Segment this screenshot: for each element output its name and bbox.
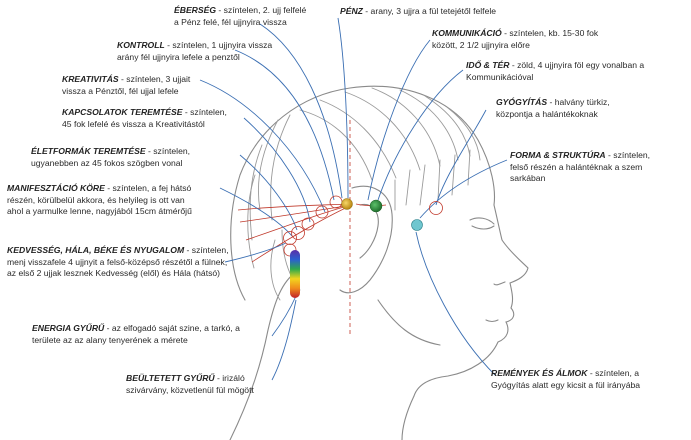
forma-line2: felső részén a halántéknak a szem xyxy=(510,161,643,172)
ido-ter-line1: - zöld, 4 ujjnyira föl egy vonalban a xyxy=(509,60,645,70)
gyogyitas-title: GYÓGYÍTÁS xyxy=(496,97,548,107)
label-ido-ter: IDŐ & TÉR - zöld, 4 ujjnyira föl egy von… xyxy=(466,60,644,83)
kreativitas-line2: vissza a Pénztől, fél ujjal lefele xyxy=(62,85,179,96)
remenyek-line2: Gyógyítás alatt egy kicsit a fül irányáb… xyxy=(491,379,641,390)
beultetett-line1: - irizáló xyxy=(214,373,245,383)
label-eberseg: ÉBERSÉG - színtelen, 2. ujj felfelé a Pé… xyxy=(174,5,306,28)
kreativitas-title: KREATIVITÁS xyxy=(62,74,119,84)
eberseg-line2: a Pénz felé, fél ujjnyira vissza xyxy=(174,16,287,27)
beultetett-line2: szivárvány, közvetlenül fül mögött xyxy=(126,384,254,395)
eletformak-line2: ugyanebben az 45 fokos szögben vonal xyxy=(31,157,183,168)
eberseg-title: ÉBERSÉG xyxy=(174,5,217,15)
forma-point xyxy=(411,219,423,231)
kreativitas-line1: - színtelen, 3 ujjait xyxy=(118,74,191,84)
manifesztacio-line1: - színtelen, a fej hátsó xyxy=(104,183,192,193)
manifesztacio-title: MANIFESZTÁCIÓ KÖRE xyxy=(7,183,105,193)
kapcsolatok-title: KAPCSOLATOK TEREMTÉSE xyxy=(62,107,183,117)
kommunikacio-line2: között, 2 1/2 ujjnyira előre xyxy=(432,39,530,50)
kommunikacio-line1: - színtelen, kb. 15-30 fok xyxy=(501,28,599,38)
eletformak-line1: - színtelen, xyxy=(145,146,191,156)
gyogyitas-point xyxy=(429,201,443,215)
beultetett-gyuru-rainbow xyxy=(290,250,300,298)
penz-line1: - arany, 3 ujjra a fül tetejétől felfele xyxy=(362,6,497,16)
forma-line1: - színtelen, xyxy=(605,150,651,160)
label-manifesztacio: MANIFESZTÁCIÓ KÖRE - színtelen, a fej há… xyxy=(7,183,192,218)
gyogyitas-line2: központja a halántékoknak xyxy=(496,108,598,119)
label-kapcsolatok: KAPCSOLATOK TEREMTÉSE - színtelen, 45 fo… xyxy=(62,107,227,130)
label-penz: PÉNZ - arany, 3 ujjra a fül tetejétől fe… xyxy=(340,6,496,18)
hair-strands xyxy=(247,87,481,301)
eletformak-point xyxy=(291,226,305,240)
energia-line2: területe az az alany tenyerének a mérete xyxy=(32,334,188,345)
manifesztacio-point xyxy=(283,231,297,245)
label-kontroll: KONTROLL - színtelen, 1 ujjnyira vissza … xyxy=(117,40,272,63)
energia-title: ENERGIA GYŰRŰ xyxy=(32,323,105,333)
ido-ter-title: IDŐ & TÉR xyxy=(466,60,510,70)
kontroll-title: KONTROLL xyxy=(117,40,165,50)
energia-line1: - az elfogadó saját szine, a tarkó, a xyxy=(104,323,240,333)
kontroll-line2: arány fél ujjnyira lefele a penztől xyxy=(117,51,240,62)
kedvesseg-line1: - színtelen, xyxy=(184,245,229,255)
gyogyitas-line1: - halvány türkiz, xyxy=(547,97,610,107)
ido-ter-point xyxy=(369,199,383,213)
manifesztacio-line2: részén, körülbelül akkora, és helyileg i… xyxy=(7,194,185,205)
label-beultetett: BEÜLTETETT GYŰRŰ - irizáló szivárvány, k… xyxy=(126,373,254,396)
label-kreativitas: KREATIVITÁS - színtelen, 3 ujjait vissza… xyxy=(62,74,190,97)
kontroll-line1: - színtelen, 1 ujjnyira vissza xyxy=(164,40,273,50)
label-kedvesseg: KEDVESSÉG, HÁLA, BÉKE ÉS NYUGALOM - szín… xyxy=(7,245,229,280)
kommunikacio-title: KOMMUNIKÁCIÓ xyxy=(432,28,502,38)
eberseg-line1: - színtelen, 2. ujj felfelé xyxy=(216,5,307,15)
eletformak-title: ÉLETFORMÁK TEREMTÉSE xyxy=(31,146,146,156)
kapcsolatok-line2: 45 fok lefelé és vissza a Kreativitástól xyxy=(62,118,205,129)
remenyek-line1: - színtelen, a xyxy=(587,368,640,378)
beultetett-title: BEÜLTETETT GYŰRŰ xyxy=(126,373,215,383)
kreativitas-point xyxy=(315,205,329,219)
head-sketch xyxy=(229,85,529,440)
forma-line3: sarkában xyxy=(510,173,546,184)
chakra-points xyxy=(283,195,443,298)
label-forma: FORMA & STRUKTÚRA - színtelen, felső rés… xyxy=(510,150,650,185)
kapcsolatok-point xyxy=(301,217,315,231)
label-kommunikacio: KOMMUNIKÁCIÓ - színtelen, kb. 15-30 fok … xyxy=(432,28,598,51)
red-guide-lines xyxy=(237,120,387,335)
penz-title: PÉNZ xyxy=(340,6,363,16)
kedvesseg-title: KEDVESSÉG, HÁLA, BÉKE ÉS NYUGALOM xyxy=(7,245,185,255)
remenyek-title: REMÉNYEK ÉS ÁLMOK xyxy=(491,368,588,378)
ido-ter-line2: Kommunikációval xyxy=(466,71,534,82)
kedvesseg-line2: menj visszafele 4 ujjnyit a felső-középs… xyxy=(7,256,228,267)
label-eletformak: ÉLETFORMÁK TEREMTÉSE - színtelen, ugyane… xyxy=(31,146,190,169)
forma-title: FORMA & STRUKTÚRA xyxy=(510,150,606,160)
kedvesseg-line3: az első 2 ujjak lesznek Kedvesség (elől)… xyxy=(7,268,221,279)
label-remenyek: REMÉNYEK ÉS ÁLMOK - színtelen, a Gyógyít… xyxy=(491,368,640,391)
eberseg-point xyxy=(329,195,343,209)
penz-point xyxy=(341,198,353,210)
kapcsolatok-line1: - színtelen, xyxy=(182,107,227,117)
manifesztacio-line3: ahol a yarmulke lenne, nagyjából 15cm át… xyxy=(7,206,192,217)
label-energia: ENERGIA GYŰRŰ - az elfogadó saját szine,… xyxy=(32,323,240,346)
label-gyogyitas: GYÓGYÍTÁS - halvány türkiz, központja a … xyxy=(496,97,610,120)
leader-lines xyxy=(199,17,508,381)
